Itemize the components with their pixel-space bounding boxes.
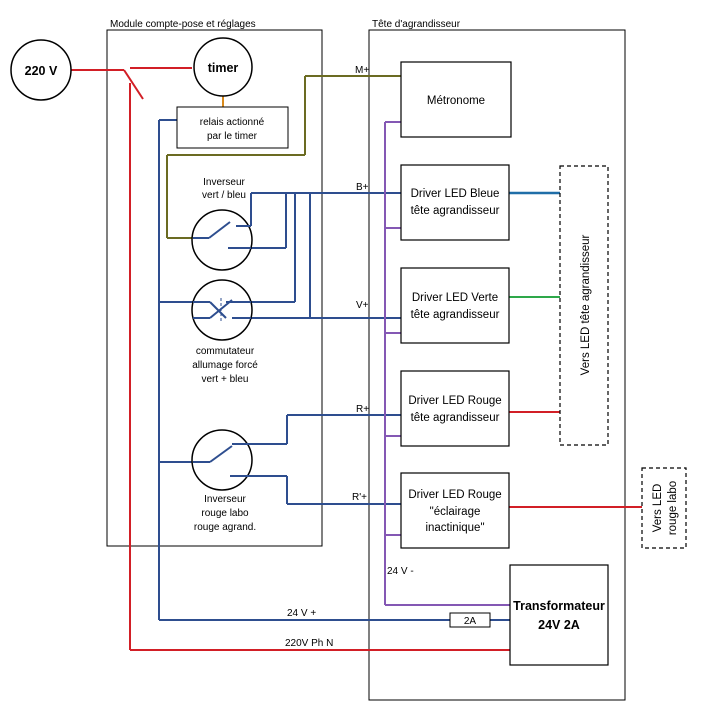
inverter-red: Inverseur rouge labo rouge agrand. (191, 429, 256, 533)
metronome-box: Métronome (400, 61, 512, 138)
relay-line2: par le timer (207, 131, 258, 142)
driver-green-line2: tête agrandisseur (411, 309, 500, 321)
wire-label-24v-plus: 24 V + (287, 608, 316, 619)
wire-label-v-plus: V+ (356, 300, 369, 311)
head-enclosure (368, 29, 626, 701)
metronome-wires (166, 75, 401, 239)
driver-red-line1: Driver LED Rouge (408, 395, 501, 407)
module-enclosure (106, 29, 323, 547)
driver-red: Driver LED Rouge tête agrandisseur (400, 370, 510, 447)
timer: timer (193, 37, 253, 97)
driver-blue-line2: tête agrandisseur (411, 205, 500, 217)
forced-switch: commutateur allumage forcé vert + bleu (191, 279, 258, 385)
phase-wires (71, 67, 642, 651)
wire-label-b-plus: B+ (356, 182, 369, 193)
wire-label-220v: 220V Ph N (285, 638, 333, 649)
lab-red-output: Vers LED rouge labo (641, 467, 687, 549)
power-label: 220 V (25, 64, 58, 78)
lab-red-line1: Vers LED (652, 484, 664, 533)
inverter-red-line3: rouge agrand. (194, 522, 256, 533)
transformer-line2: 24V 2A (538, 618, 580, 632)
head-title: Tête d'agrandisseur (372, 19, 461, 30)
driver-red-line2: tête agrandisseur (411, 412, 500, 424)
fuse: 2A (449, 612, 491, 628)
driver-green-line1: Driver LED Verte (412, 292, 498, 304)
driver-safelight-line2: "éclairage (430, 506, 481, 518)
driver-blue-line1: Driver LED Bleue (411, 188, 500, 200)
lab-red-line2: rouge labo (667, 481, 679, 535)
timer-label: timer (208, 61, 239, 75)
transformer: Transformateur 24V 2A (509, 564, 609, 666)
driver-green: Driver LED Verte tête agrandisseur (400, 267, 510, 344)
inverter-green-blue: Inverseur vert / bleu (191, 177, 253, 271)
inverter-red-line1: Inverseur (204, 494, 246, 505)
transformer-line1: Transformateur (513, 599, 605, 613)
forced-switch-line2: allumage forcé (192, 360, 258, 371)
driver-safelight-line3: inactinique" (425, 522, 484, 534)
relay-line1: relais actionné (200, 117, 265, 128)
fuse-label: 2A (464, 616, 477, 627)
driver-blue: Driver LED Bleue tête agrandisseur (400, 164, 510, 241)
driver-safelight-line1: Driver LED Rouge (408, 489, 501, 501)
inverter-gb-line2: vert / bleu (202, 190, 246, 201)
inverter-gb-line1: Inverseur (203, 177, 245, 188)
wire-label-r-prime-plus: R'+ (352, 492, 367, 503)
wire-label-m-plus: M+ (355, 65, 369, 76)
metronome-label: Métronome (427, 95, 485, 107)
forced-switch-line1: commutateur (196, 346, 255, 357)
wire-label-24v-minus: 24 V - (387, 566, 414, 577)
module-title: Module compte-pose et réglages (110, 19, 256, 30)
forced-switch-line3: vert + bleu (202, 374, 249, 385)
driver-safelight: Driver LED Rouge "éclairage inactinique" (400, 472, 510, 549)
power-source: 220 V (10, 39, 72, 101)
head-leds-label: Vers LED tête agrandisseur (580, 235, 592, 376)
head-leds-output: Vers LED tête agrandisseur (559, 165, 609, 446)
return-wires (384, 121, 510, 606)
wire-label-r-plus: R+ (356, 404, 369, 415)
relay: relais actionné par le timer (176, 106, 289, 149)
inverter-red-line2: rouge labo (201, 508, 249, 519)
